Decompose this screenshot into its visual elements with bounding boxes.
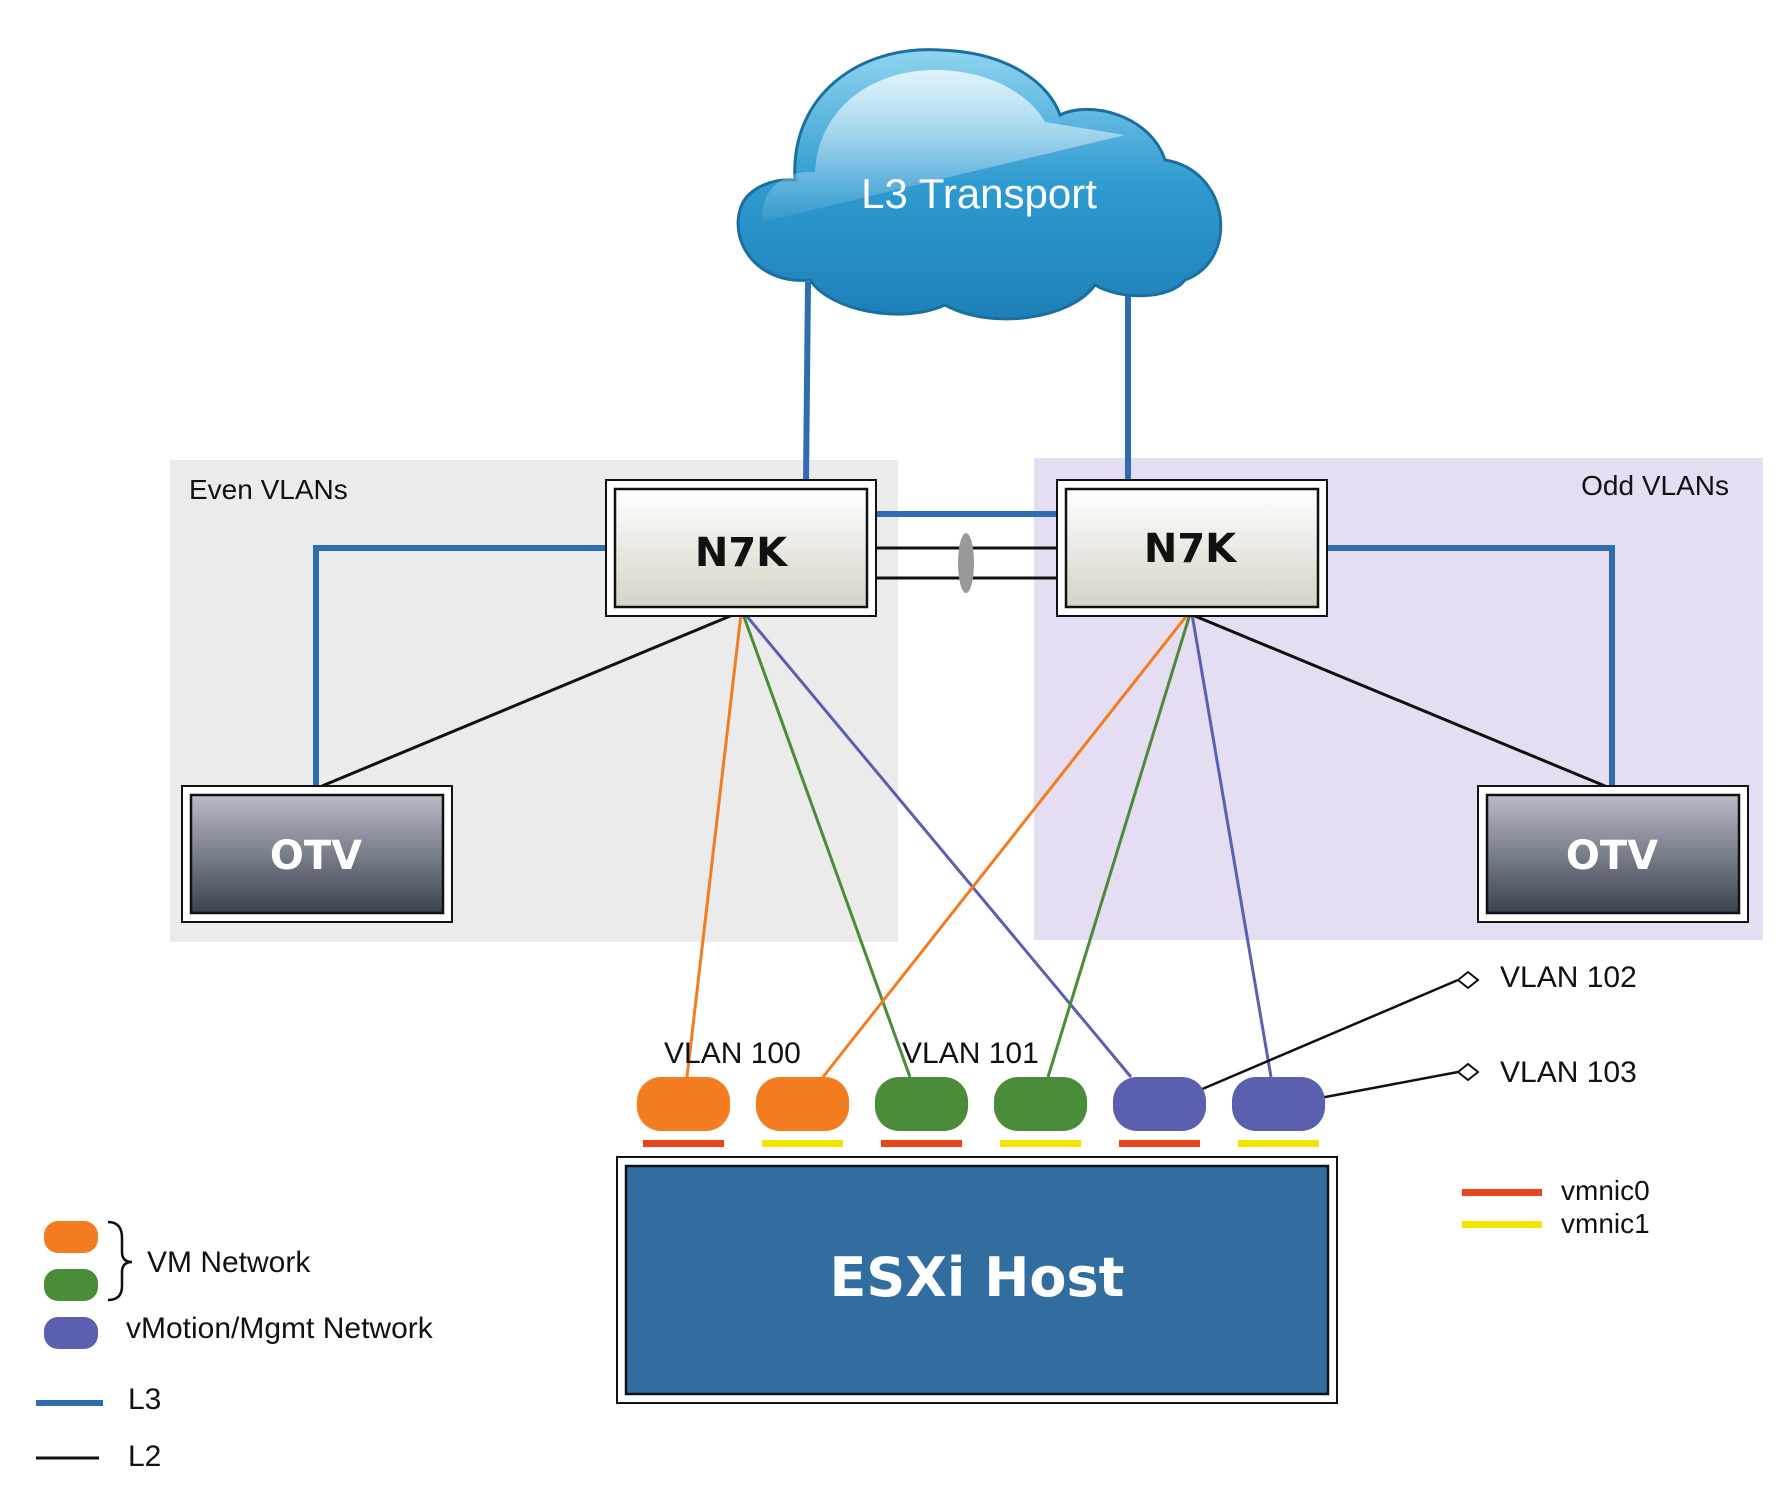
port-green-vmnic1 — [994, 1077, 1087, 1131]
port-purple-vmnic0 — [1113, 1077, 1206, 1131]
cloud-label: L3 Transport — [861, 170, 1097, 217]
esxi-host-box — [616, 1156, 1338, 1404]
vmnic0-legend-swatch — [1462, 1189, 1542, 1196]
legend-brace-icon — [107, 1220, 133, 1302]
vlan102-label: VLAN 102 — [1500, 961, 1637, 994]
l3-link-cloud-left — [803, 281, 811, 483]
vmnic0-legend-label: vmnic0 — [1561, 1175, 1650, 1206]
otv-left-label: OTV — [270, 833, 362, 879]
legend-green-swatch — [44, 1269, 98, 1301]
otv-right-label: OTV — [1566, 833, 1658, 879]
legend-l3-label: L3 — [128, 1383, 161, 1416]
otv-box-left — [181, 785, 453, 923]
vlan103-link — [1319, 1070, 1459, 1100]
port-purple-vmnic1 — [1232, 1077, 1325, 1131]
odd-vlans-label: Odd VLANs — [1581, 470, 1729, 501]
n7k-switch-left — [605, 479, 877, 617]
vmnic1-bar — [762, 1140, 843, 1147]
n7k-right-label: N7K — [1144, 526, 1238, 572]
orange-link-left — [685, 613, 743, 1078]
vmnic1-bar — [1238, 1140, 1319, 1147]
vmnic1-bar — [1000, 1140, 1081, 1147]
l3-link-right-otv — [1327, 545, 1615, 786]
vmnic1-legend-label: vmnic1 — [1561, 1208, 1650, 1239]
vmnic0-bar — [1119, 1140, 1200, 1147]
legend-l2-label: L2 — [128, 1440, 161, 1473]
orange-link-right — [821, 613, 1190, 1078]
vmnic0-bar — [881, 1140, 962, 1147]
l3-link-left-otv — [313, 545, 608, 786]
purple-link-left — [743, 613, 1133, 1078]
vlan102-marker — [1456, 970, 1480, 990]
n7k-left-label: N7K — [695, 530, 789, 576]
purple-link-right — [1190, 613, 1273, 1078]
vlan100-label: VLAN 100 — [664, 1037, 801, 1070]
vlan103-marker — [1456, 1062, 1480, 1082]
legend-vm-network-label: VM Network — [147, 1246, 311, 1279]
legend-orange-swatch — [44, 1221, 98, 1253]
vlan101-label: VLAN 101 — [902, 1037, 1039, 1070]
green-link-right — [1046, 613, 1192, 1078]
legend-purple-swatch — [44, 1317, 98, 1349]
vlan102-link — [1199, 978, 1459, 1092]
vmnic1-legend-swatch — [1462, 1221, 1542, 1228]
vmnic0-bar — [643, 1140, 724, 1147]
port-orange-vmnic1 — [756, 1077, 849, 1131]
l3-transport-cloud — [736, 48, 1223, 321]
l2-link-right-otv — [1189, 612, 1606, 788]
l2-link-left-otv — [321, 612, 736, 788]
esxi-host-label: ESXi Host — [830, 1246, 1125, 1309]
even-vlans-label: Even VLANs — [189, 474, 348, 505]
legend-vmotion-label: vMotion/Mgmt Network — [126, 1312, 434, 1345]
port-green-vmnic0 — [875, 1077, 968, 1131]
port-orange-vmnic0 — [637, 1077, 730, 1131]
port-channel-icon — [958, 533, 974, 593]
otv-box-right — [1477, 785, 1749, 923]
n7k-switch-right — [1056, 479, 1328, 617]
vlan103-label: VLAN 103 — [1500, 1056, 1637, 1089]
